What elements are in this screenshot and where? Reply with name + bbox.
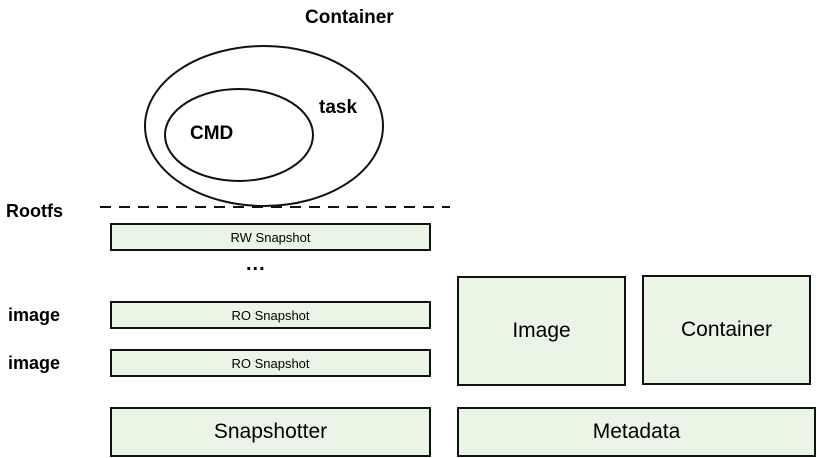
image-label-1: image	[8, 305, 61, 325]
ro-snapshot-label-1: RO Snapshot	[231, 307, 310, 323]
container-title: Container	[305, 7, 394, 28]
rw-snapshot-label: RW Snapshot	[230, 229, 311, 245]
image-box: Image	[457, 276, 626, 386]
ro-snapshot-label-2: RO Snapshot	[231, 355, 310, 371]
snapshotter-label: Snapshotter	[213, 420, 328, 443]
rw-snapshot-box: RW Snapshot	[110, 223, 431, 251]
container-box-label: Container	[680, 318, 773, 341]
image-box-label: Image	[512, 319, 571, 342]
image-label-2: image	[8, 353, 61, 373]
rootfs-label: Rootfs	[6, 201, 63, 221]
metadata-box: Metadata	[457, 407, 816, 457]
ro-snapshot-box-2: RO Snapshot	[110, 349, 431, 377]
snapshotter-box: Snapshotter	[110, 407, 431, 457]
cmd-label: CMD	[190, 123, 234, 144]
ro-snapshot-box-1: RO Snapshot	[110, 301, 431, 329]
layers-ellipsis: ...	[246, 253, 266, 275]
cmd-ellipse	[164, 88, 314, 182]
container-box: Container	[642, 275, 811, 385]
metadata-label: Metadata	[592, 420, 681, 443]
task-label: task	[319, 97, 358, 118]
